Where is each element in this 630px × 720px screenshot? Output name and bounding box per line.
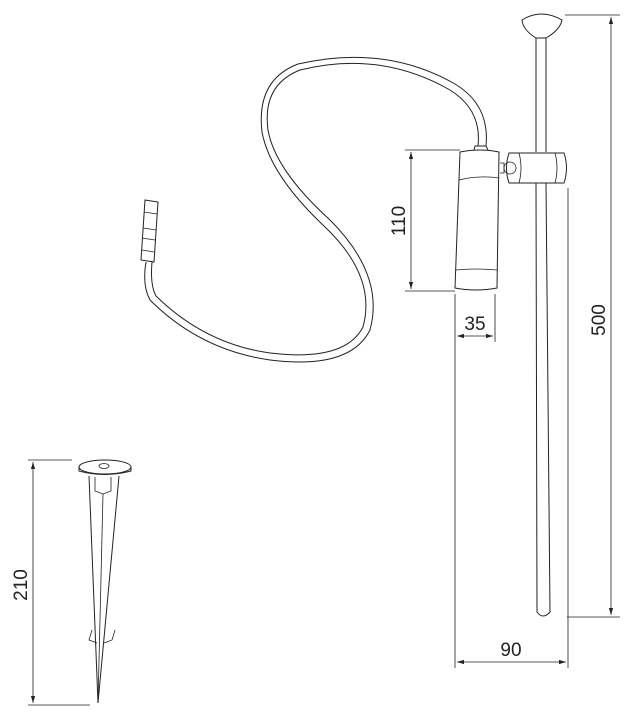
- rod-clamp: [500, 152, 567, 184]
- spotlight-body: [454, 145, 500, 291]
- dimension-label-90: 90: [500, 640, 521, 661]
- dimension-500: [565, 14, 620, 618]
- ground-spike: [78, 459, 132, 704]
- dimension-label-210: 210: [11, 569, 32, 601]
- dimension-label-35: 35: [464, 314, 485, 335]
- dimension-label-110: 110: [389, 206, 410, 236]
- power-cable: [144, 56, 487, 363]
- dimension-35: [454, 294, 496, 668]
- dimension-90: [457, 188, 569, 668]
- stake-rod: [521, 13, 563, 617]
- dimension-110: [405, 149, 460, 292]
- dimension-label-500: 500: [589, 304, 610, 336]
- cable-connector: [140, 199, 159, 263]
- dimension-210: [28, 459, 90, 706]
